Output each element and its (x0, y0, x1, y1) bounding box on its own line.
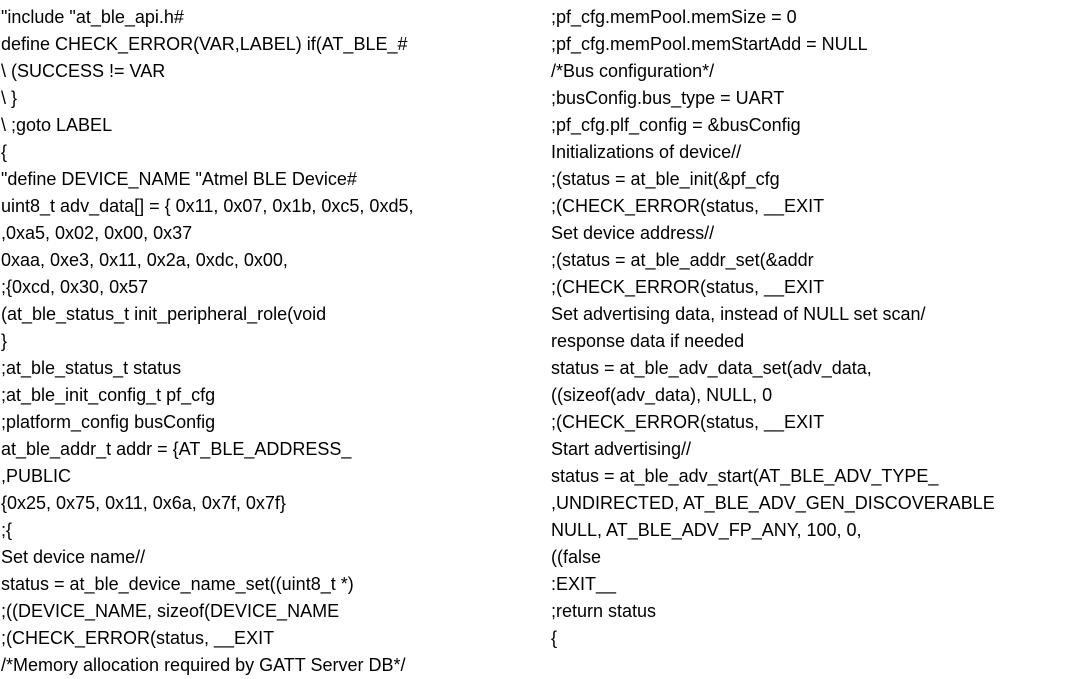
code-line: Set device address// (551, 223, 715, 243)
code-line: ;pf_cfg.plf_config = &busConfig (551, 115, 801, 135)
code-line: ;(CHECK_ERROR(status, __EXIT (551, 196, 825, 216)
code-line: ;(status = at_ble_init(&pf_cfg (551, 169, 780, 189)
code-line: "include "at_ble_api.h# (1, 7, 184, 27)
code-line: ;pf_cfg.memPool.memSize = 0 (551, 7, 797, 27)
code-line: NULL, AT_BLE_ADV_FP_ANY, 100, 0, (551, 520, 862, 540)
code-line: ;{0xcd, 0x30, 0x57 (1, 277, 149, 297)
code-column-right: ;pf_cfg.memPool.memSize = 0 ;pf_cfg.memP… (551, 4, 1077, 652)
code-line: ,PUBLIC (1, 466, 72, 486)
code-line: ;{ (1, 520, 13, 540)
code-line: ;(CHECK_ERROR(status, __EXIT (551, 412, 825, 432)
code-line: ,0xa5, 0x02, 0x00, 0x37 (1, 223, 193, 243)
code-line: 0xaa, 0xe3, 0x11, 0x2a, 0xdc, 0x00, (1, 250, 288, 270)
code-line: ;busConfig.bus_type = UART (551, 88, 785, 108)
code-line: ;(CHECK_ERROR(status, __EXIT (551, 277, 825, 297)
code-line: status = at_ble_adv_start(AT_BLE_ADV_TYP… (551, 466, 939, 486)
code-line: /*Memory allocation required by GATT Ser… (1, 655, 406, 675)
code-line: Set advertising data, instead of NULL se… (551, 304, 926, 324)
code-line: "define DEVICE_NAME "Atmel BLE Device# (1, 169, 357, 189)
code-line: Initializations of device// (551, 142, 742, 162)
code-line: Start advertising// (551, 439, 692, 459)
code-line: response data if needed (551, 331, 745, 351)
code-line: /*Bus configuration*/ (551, 61, 715, 81)
code-line: \ } (1, 88, 18, 108)
code-line: ;((DEVICE_NAME, sizeof(DEVICE_NAME (1, 601, 340, 621)
code-line: define CHECK_ERROR(VAR,LABEL) if(AT_BLE_… (1, 34, 408, 54)
code-line: ((sizeof(adv_data), NULL, 0 (551, 385, 773, 405)
code-line: } (1, 331, 8, 351)
code-line: \ ;goto LABEL (1, 115, 113, 135)
code-line: (at_ble_status_t init_peripheral_role(vo… (1, 304, 327, 324)
code-line: status = at_ble_device_name_set((uint8_t… (1, 574, 354, 594)
code-line: ;platform_config busConfig (1, 412, 216, 432)
code-line: { (1, 142, 8, 162)
code-listing-page: "include "at_ble_api.h# define CHECK_ERR… (1, 4, 1077, 675)
code-line: at_ble_addr_t addr = {AT_BLE_ADDRESS_ (1, 439, 352, 459)
code-line: status = at_ble_adv_data_set(adv_data, (551, 358, 872, 378)
code-line: ((false (551, 547, 602, 567)
code-line: ,UNDIRECTED, AT_BLE_ADV_GEN_DISCOVERABLE (551, 493, 995, 513)
code-line: uint8_t adv_data[] = { 0x11, 0x07, 0x1b,… (1, 196, 414, 216)
code-line: {0x25, 0x75, 0x11, 0x6a, 0x7f, 0x7f} (1, 493, 286, 513)
code-line: { (551, 628, 558, 648)
code-line: ;(CHECK_ERROR(status, __EXIT (1, 628, 275, 648)
code-line: ;(status = at_ble_addr_set(&addr (551, 250, 814, 270)
code-line: ;at_ble_init_config_t pf_cfg (1, 385, 216, 405)
code-line: \ (SUCCESS != VAR (1, 61, 166, 81)
code-line: :EXIT__ (551, 574, 617, 594)
code-line: ;return status (551, 601, 657, 621)
code-column-left: "include "at_ble_api.h# define CHECK_ERR… (1, 4, 531, 679)
code-line: Set device name// (1, 547, 146, 567)
code-line: ;at_ble_status_t status (1, 358, 182, 378)
code-line: ;pf_cfg.memPool.memStartAdd = NULL (551, 34, 868, 54)
